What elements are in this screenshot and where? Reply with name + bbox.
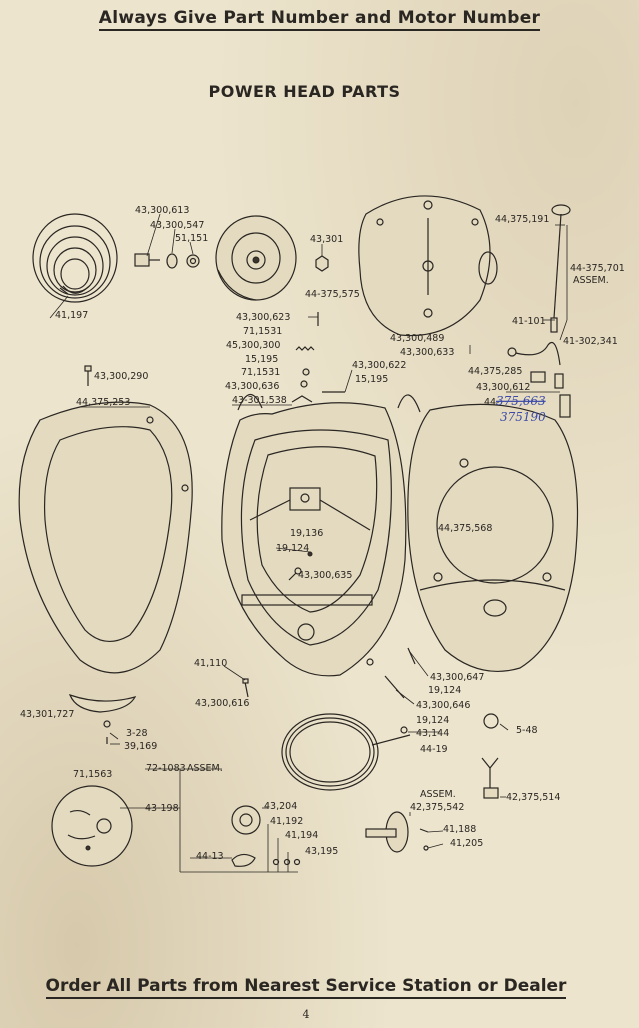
label-43195: 43,195: [305, 846, 338, 857]
cable-drawing: [281, 713, 411, 791]
screw-3-28-drawing: [103, 720, 111, 744]
label-44375701: 44-375,701: [570, 263, 625, 274]
label-43300623: 43,300,623: [236, 312, 290, 323]
snap-ring-drawing: [483, 713, 499, 729]
label-5-48: 5-48: [516, 725, 538, 736]
top-cover-drawing: [358, 195, 498, 337]
cam-plate-drawing: [231, 805, 261, 835]
label-44375191: 44,375,191: [495, 214, 549, 225]
label-43300636: 43,300,636: [225, 381, 279, 392]
label-375190-handwritten: 375190: [500, 410, 546, 424]
label-44375253: 44,375,253: [76, 397, 130, 408]
label-43300622: 43,300,622: [352, 360, 406, 371]
stator-plate-drawing: [51, 785, 133, 867]
leader-lines: [49, 213, 568, 873]
label-19124-a: 19,124: [276, 543, 309, 554]
spacer-drawing: [68, 694, 137, 713]
label-41101: 41-101: [512, 316, 546, 327]
label-43300633: 43,300,633: [400, 347, 454, 358]
bolt-290-drawing: [84, 365, 92, 386]
starter-cup-drawing: [32, 213, 118, 303]
label-41188: 41,188: [443, 824, 476, 835]
label-42375514: 42,375,514: [506, 792, 560, 803]
label-44375285: 44,375,285: [468, 366, 522, 377]
label-43300646: 43,300,646: [416, 700, 470, 711]
label-43301727: 43,301,727: [20, 709, 74, 720]
section-title: POWER HEAD PARTS: [208, 82, 401, 101]
page-number: 4: [302, 1008, 310, 1021]
crank-drawing: [365, 811, 429, 853]
label-43300616: 43,300,616: [195, 698, 249, 709]
label-43300613: 43,300,613: [135, 205, 189, 216]
label-43301538: 43-301,538: [232, 395, 287, 406]
label-43300635: 43,300,635: [298, 570, 352, 581]
right-hood-drawing: [407, 403, 579, 673]
label-42375542: 42,375,542: [410, 802, 464, 813]
label-15195-b: 15,195: [355, 374, 388, 385]
label-41192: 41,192: [270, 816, 303, 827]
pulley-bolt-drawing: [134, 253, 200, 269]
label-3-28: 3-28: [126, 728, 148, 739]
label-41302341: 41-302,341: [563, 336, 618, 347]
header-title-text: Always Give Part Number and Motor Number: [98, 8, 541, 31]
label-19136: 19,136: [290, 528, 323, 539]
label-41197: 41,197: [55, 310, 88, 321]
label-44375568: 44,375,568: [438, 523, 492, 534]
label-43204: 43,204: [264, 801, 297, 812]
label-43300647: 43,300,647: [430, 672, 484, 683]
label-711531-a: 71,1531: [243, 326, 282, 337]
label-43300489: 43,300,489: [390, 333, 444, 344]
label-assem-1: ASSEM.: [573, 275, 609, 286]
label-43144: 43,144: [416, 728, 449, 739]
label-41110: 41,110: [194, 658, 227, 669]
label-44-13: 44-13: [196, 851, 224, 862]
label-assem-3: ASSEM.: [420, 789, 456, 800]
label-51151: 51,151: [175, 233, 208, 244]
label-assem-2: ASSEM.: [187, 763, 223, 774]
choke-rod-drawing: [507, 204, 571, 418]
part-labels: 43,300,613 43,300,547 51,151 41,197 43,3…: [20, 205, 625, 862]
label-44-19: 44-19: [420, 744, 448, 755]
page-footer: Order All Parts from Nearest Service Sta…: [0, 976, 612, 999]
label-41194: 41,194: [285, 830, 318, 841]
center-housing-drawing: [221, 393, 421, 677]
label-41205: 41,205: [450, 838, 483, 849]
label-72-1083: 72-1083: [146, 763, 186, 774]
label-45300300: 45,300,300: [226, 340, 280, 351]
label-44-prefix: 44-: [484, 397, 500, 408]
label-19124-b: 19,124: [428, 685, 461, 696]
nut-drawing: [315, 255, 329, 272]
flywheel-drawing: [215, 215, 297, 301]
label-44375575: 44-375,575: [305, 289, 360, 300]
label-43300290: 43,300,290: [94, 371, 148, 382]
left-hood-drawing: [18, 401, 193, 674]
label-43-198: 43-198: [145, 803, 179, 814]
label-43300547: 43,300,547: [150, 220, 204, 231]
label-19124-c: 19,124: [416, 715, 449, 726]
label-375663-struck: 375,663: [496, 394, 546, 408]
label-15195-a: 15,195: [245, 354, 278, 365]
page-header: Always Give Part Number and Motor Number: [0, 8, 639, 31]
label-43300612: 43,300,612: [476, 382, 530, 393]
label-39169: 39,169: [124, 741, 157, 752]
small-hardware-drawing: [242, 312, 345, 698]
spring-assembly-drawing: [481, 757, 499, 799]
label-711563: 71,1563: [73, 769, 112, 780]
footer-title-text: Order All Parts from Nearest Service Sta…: [45, 976, 567, 999]
breaker-parts-drawing: [231, 853, 301, 867]
label-43301: 43,301: [310, 234, 343, 245]
label-711531-b: 71,1531: [241, 367, 280, 378]
screws-right-drawing: [366, 647, 416, 734]
